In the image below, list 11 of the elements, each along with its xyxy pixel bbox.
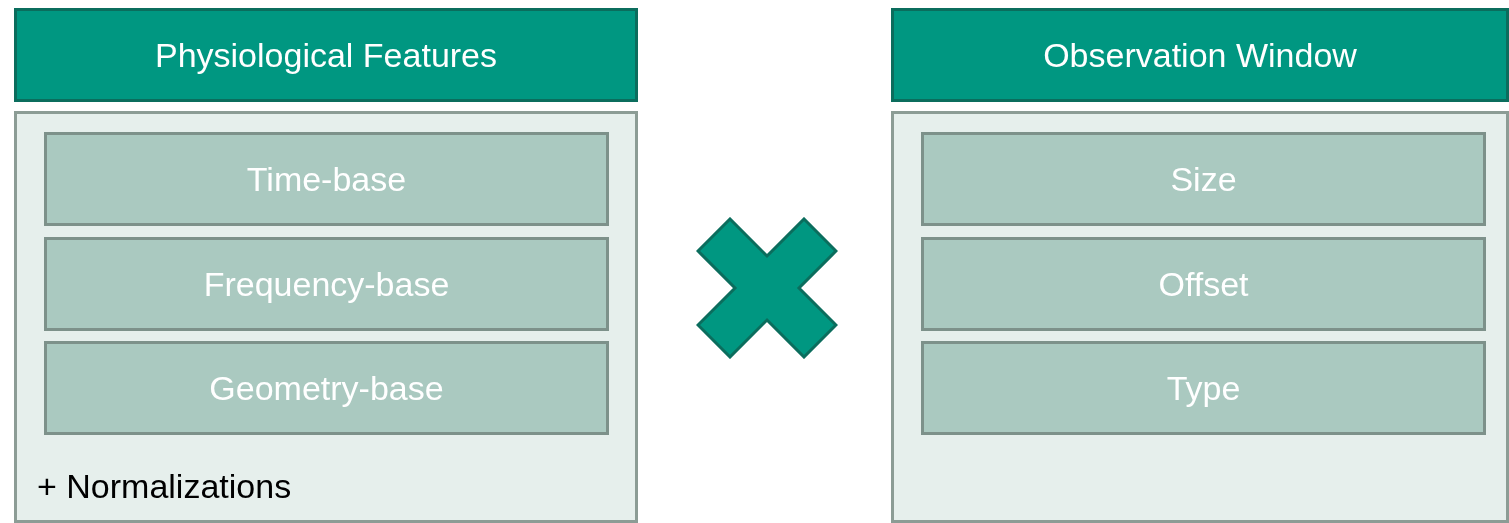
panel — [891, 111, 1509, 523]
feature-box: Size — [921, 132, 1486, 226]
feature-box: Offset — [921, 237, 1486, 331]
panel — [14, 111, 638, 523]
feature-box: Frequency-base — [44, 237, 609, 331]
feature-box: Time-base — [44, 132, 609, 226]
feature-box: Geometry-base — [44, 341, 609, 435]
panel-header: Observation Window — [891, 8, 1509, 102]
panel-header: Physiological Features — [14, 8, 638, 102]
note-text: + Normalizations — [37, 467, 292, 506]
feature-box: Type — [921, 341, 1486, 435]
